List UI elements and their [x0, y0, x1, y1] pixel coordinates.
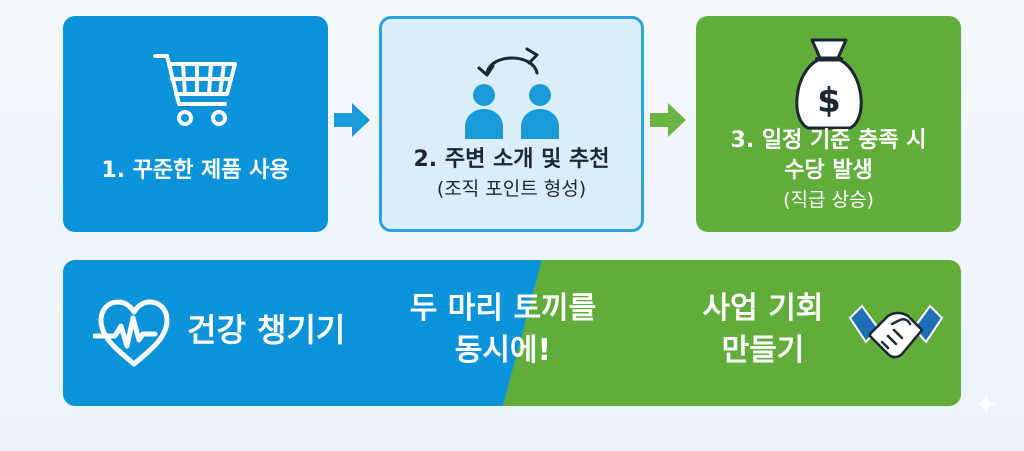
step-3-title-line1: 3. 일정 기준 충족 시: [730, 128, 927, 153]
two-rabbits-slogan: 두 마리 토끼를 동시에!: [388, 288, 618, 372]
step-2-label: 2. 주변 소개 및 추천 (조직 포인트 형성): [392, 145, 631, 203]
people-referral-icon: [464, 47, 559, 139]
slogan-line1: 두 마리 토끼를: [409, 291, 597, 326]
business-label: 사업 기회 만들기: [673, 288, 853, 372]
arrow-right-icon: [650, 103, 686, 137]
step-3-label: 3. 일정 기준 충족 시 수당 발생 (직급 상승): [706, 126, 951, 214]
business-line1: 사업 기회: [702, 291, 824, 326]
business-line2: 만들기: [721, 333, 805, 368]
shopping-cart-icon: [152, 54, 237, 126]
arrow-right-icon: [334, 103, 370, 137]
sparkle-icon: [975, 393, 997, 415]
step-1-card: 1. 꾸준한 제품 사용: [63, 16, 328, 232]
step-2-subtitle: (조직 포인트 형성): [436, 178, 587, 200]
step-2-title: 2. 주변 소개 및 추천: [413, 147, 610, 172]
money-bag-icon: $: [794, 38, 863, 130]
step-3-title-line2: 수당 발생: [784, 158, 873, 183]
slogan-line2: 동시에!: [454, 333, 552, 368]
heartbeat-icon: [93, 299, 170, 367]
step-3-card: $ 3. 일정 기준 충족 시 수당 발생 (직급 상승): [696, 16, 961, 232]
step-1-label: 1. 꾸준한 제품 사용: [101, 158, 290, 183]
handshake-icon: [848, 304, 944, 359]
step-3-subtitle: (직급 상승): [783, 189, 874, 211]
health-label: 건강 챙기기: [187, 311, 346, 349]
svg-text:$: $: [817, 81, 841, 121]
step-2-card: 2. 주변 소개 및 추천 (조직 포인트 형성): [379, 16, 644, 232]
benefit-banner: 건강 챙기기 두 마리 토끼를 동시에! 사업 기회 만들기: [63, 260, 961, 406]
